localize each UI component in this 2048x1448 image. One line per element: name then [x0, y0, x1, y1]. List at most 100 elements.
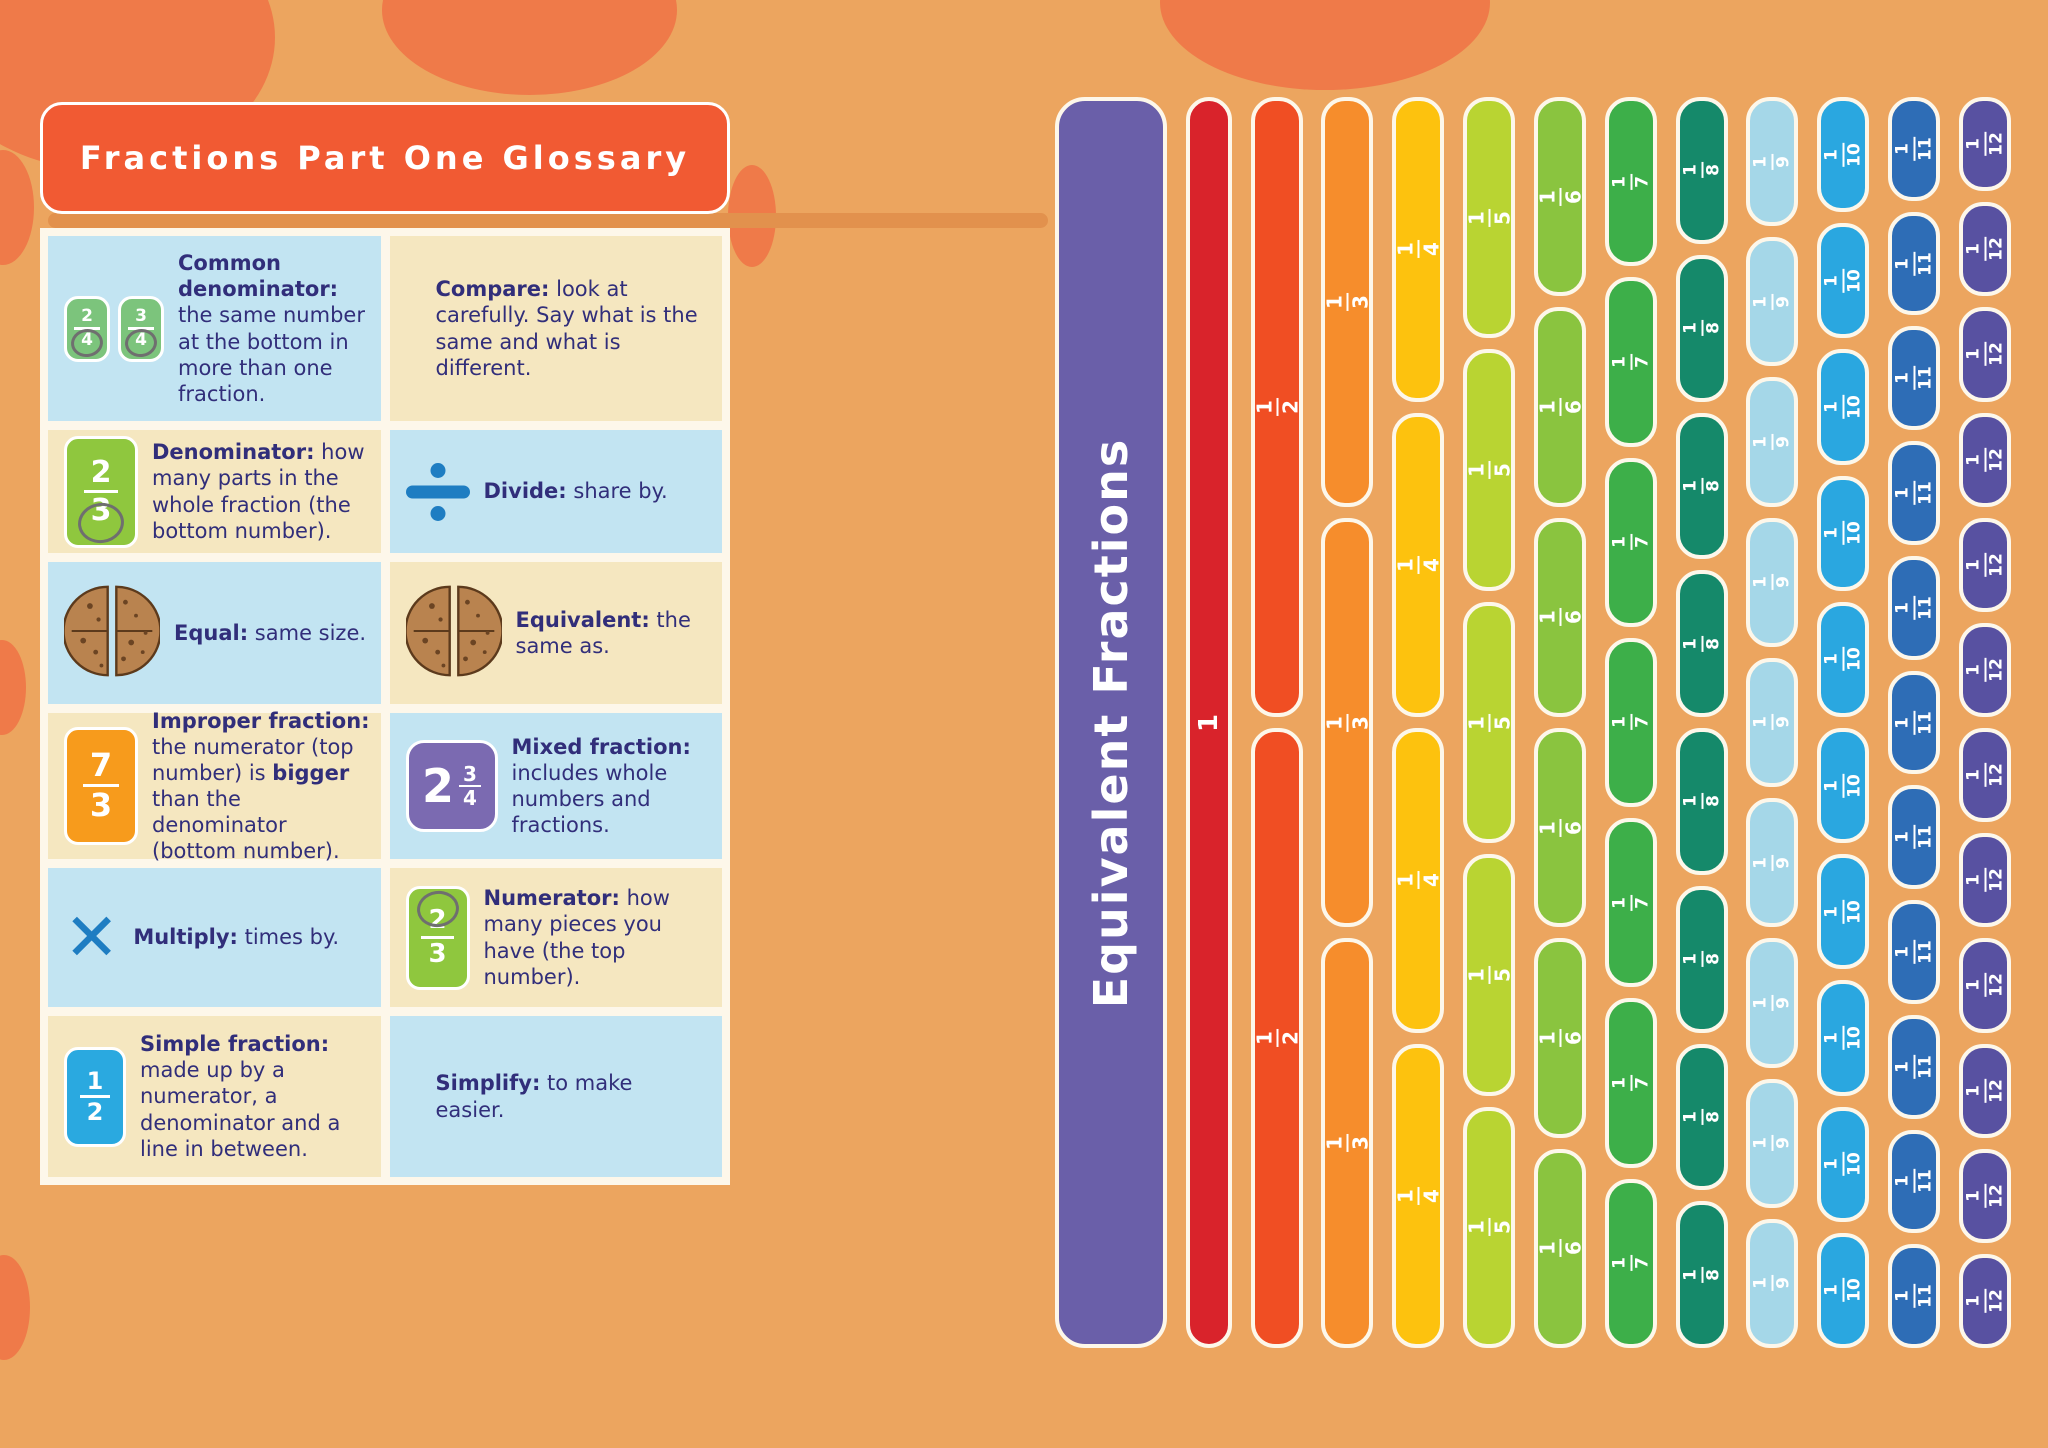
icon-zone	[62, 583, 162, 683]
glossary-cell-compare: Compare: look at carefully. Say what is …	[389, 236, 722, 421]
background-band	[48, 213, 1048, 228]
background-blob	[0, 640, 26, 735]
icon-zone	[403, 583, 504, 683]
background-blob	[0, 150, 34, 265]
glossary-definition: Multiply: times by.	[133, 925, 340, 950]
wall-title: Equivalent Fractions	[1084, 437, 1138, 1008]
glossary-title-banner: Fractions Part One Glossary	[40, 102, 730, 214]
icon-zone	[405, 462, 470, 522]
glossary-title: Fractions Part One Glossary	[79, 139, 691, 177]
wall-title-bar: Equivalent Fractions	[1055, 97, 1167, 1348]
glossary-definition: Improper fraction: the numerator (top nu…	[152, 708, 370, 864]
glossary-cell-multiply: ✕ Multiply: times by.	[48, 868, 381, 1007]
glossary-definition: Numerator: how many pieces you have (the…	[483, 886, 670, 989]
glossary-definition: Equal: same size.	[174, 620, 367, 645]
fraction-segment: 1	[1185, 97, 1232, 1348]
fraction-label: 1	[1193, 713, 1224, 732]
icon-zone: ✕	[64, 904, 119, 971]
